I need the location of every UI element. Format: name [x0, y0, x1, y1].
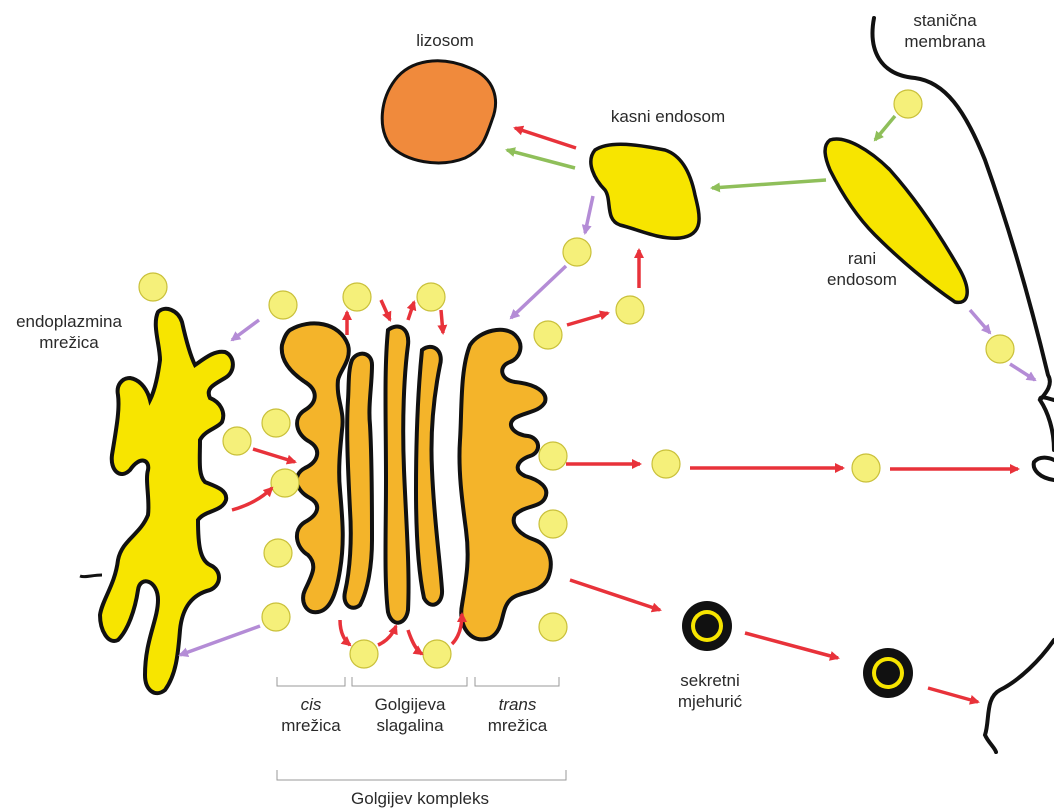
vesicle: [271, 469, 299, 497]
label-endoplasmic-reticulum: endoplazmina mrežica: [4, 311, 134, 353]
red-arrow: [928, 688, 978, 702]
vesicle: [539, 613, 567, 641]
green-arrow: [875, 116, 895, 140]
lysosome: [382, 61, 495, 163]
green-arrow: [507, 150, 575, 168]
label-trans: trans: [475, 694, 560, 715]
vesicle: [986, 335, 1014, 363]
vesicle: [223, 427, 251, 455]
label-cis-network: cis mrežica: [275, 694, 347, 736]
label-late-endosome: kasni endosom: [598, 106, 738, 127]
vesicle: [616, 296, 644, 324]
red-arrow: [408, 302, 414, 320]
label-golgi-stack: Golgijeva slagalina: [350, 694, 470, 736]
secretory-vesicle-1: [682, 601, 732, 651]
red-arrow: [381, 300, 390, 320]
red-arrow: [745, 633, 838, 658]
label-golgi-complex: Golgijev kompleks: [320, 788, 520, 809]
label-cell-membrane-line1: stanična: [890, 10, 1000, 31]
golgi-medial-cisterna-1: [344, 354, 372, 608]
red-arrow: [570, 580, 660, 610]
vesicle: [652, 450, 680, 478]
trans-bracket: [475, 677, 559, 686]
label-slagalina: slagalina: [350, 715, 470, 736]
golgi-trans-cisterna: [459, 330, 550, 640]
golgi-medial-cisterna-2: [386, 326, 409, 622]
label-cis-mrezica: mrežica: [275, 715, 347, 736]
vesicle: [343, 283, 371, 311]
stack-bracket: [352, 677, 467, 686]
vesicle: [534, 321, 562, 349]
red-arrow: [232, 488, 272, 510]
label-early-endosome: rani endosom: [812, 248, 912, 290]
endoplasmic-reticulum: [100, 309, 233, 693]
label-cell-membrane: stanična membrana: [890, 10, 1000, 52]
vesicle: [139, 273, 167, 301]
label-secretory-line2: mjehurić: [660, 691, 760, 712]
label-cell-membrane-line2: membrana: [890, 31, 1000, 52]
label-early-endosome-line1: rani: [812, 248, 912, 269]
vesicle: [563, 238, 591, 266]
purple-arrow: [970, 310, 990, 333]
red-arrow: [567, 313, 608, 325]
golgi-medial-cisterna-3: [416, 347, 442, 605]
er-tail: [80, 575, 102, 577]
red-arrow: [340, 620, 350, 645]
golgi-complex-bracket: [277, 770, 566, 780]
label-er-line2: mrežica: [4, 332, 134, 353]
red-arrow: [253, 449, 295, 462]
label-trans-network: trans mrežica: [475, 694, 560, 736]
cell-membrane: [873, 18, 1054, 752]
purple-arrow: [585, 196, 593, 233]
vesicle: [262, 409, 290, 437]
red-arrow: [452, 614, 462, 644]
vesicle: [350, 640, 378, 668]
vesicle: [539, 442, 567, 470]
vesicle: [539, 510, 567, 538]
label-secretory-line1: sekretni: [660, 670, 760, 691]
cis-bracket: [277, 677, 345, 686]
red-arrow: [441, 310, 443, 333]
label-cis: cis: [275, 694, 347, 715]
vesicle: [894, 90, 922, 118]
label-golgijeva: Golgijeva: [350, 694, 470, 715]
label-lysosome: lizosom: [400, 30, 490, 51]
purple-arrow: [1010, 364, 1035, 380]
vesicle: [417, 283, 445, 311]
vesicle: [262, 603, 290, 631]
label-early-endosome-line2: endosom: [812, 269, 912, 290]
red-arrow: [515, 128, 576, 148]
label-secretory-vesicle: sekretni mjehurić: [660, 670, 760, 712]
secretory-vesicle-2: [863, 648, 913, 698]
label-trans-mrezica: mrežica: [475, 715, 560, 736]
red-arrow: [378, 626, 396, 645]
purple-arrow: [511, 266, 566, 318]
label-er-line1: endoplazmina: [4, 311, 134, 332]
purple-arrow: [180, 626, 260, 655]
golgi-cis-cisterna: [282, 323, 349, 612]
purple-arrow: [232, 320, 259, 340]
vesicle: [269, 291, 297, 319]
vesicle: [852, 454, 880, 482]
vesicle: [264, 539, 292, 567]
vesicle: [423, 640, 451, 668]
red-arrow: [408, 630, 422, 654]
late-endosome: [591, 144, 699, 238]
green-arrow: [712, 180, 826, 188]
